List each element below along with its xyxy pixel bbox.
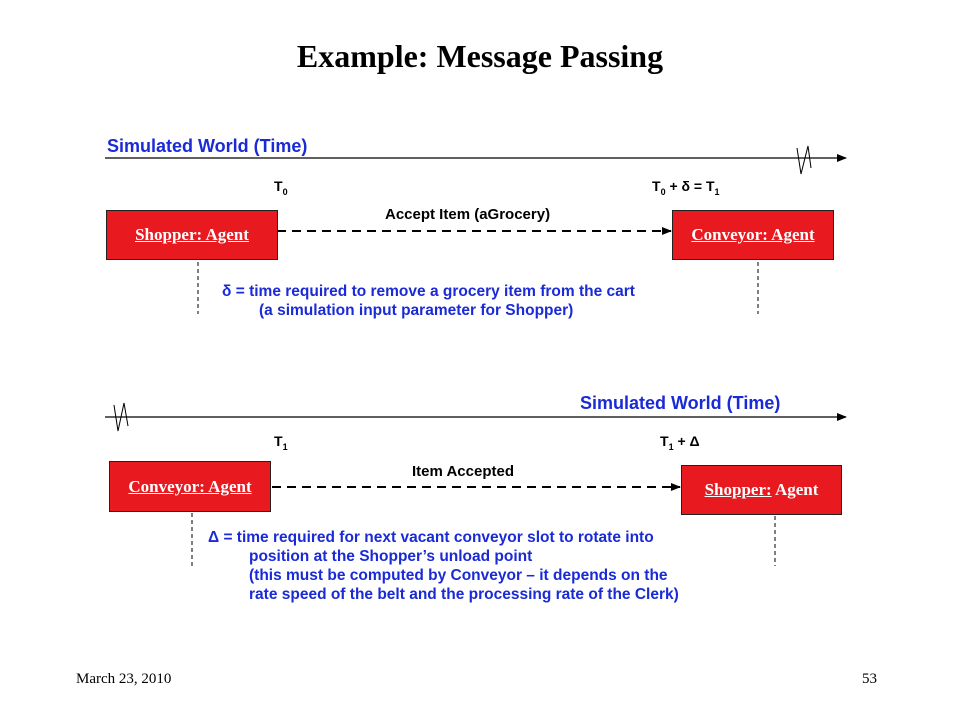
bottom-time-start: T1 xyxy=(274,433,288,452)
bottom-timeline-label: Simulated World (Time) xyxy=(580,393,781,413)
bottom-timeline-break xyxy=(113,402,129,432)
bottom-note-line-3: (this must be computed by Conveyor – it … xyxy=(249,567,668,584)
slide-date: March 23, 2010 xyxy=(76,671,172,687)
top-message-label: Accept Item (aGrocery) xyxy=(385,206,551,223)
bottom-sender-agent-box: Conveyor: Agent xyxy=(109,461,271,512)
top-time-end: T0 + δ = T1 xyxy=(652,178,720,197)
top-sender-agent-box: Shopper: Agent xyxy=(106,210,278,260)
bottom-delta-note: Δ = time required for next vacant convey… xyxy=(208,528,679,604)
bottom-note-line-2: position at the Shopper’s unload point xyxy=(249,548,533,565)
bottom-sender-agent-label: Conveyor: Agent xyxy=(128,476,252,496)
bottom-receiver-agent-label: Shopper: Agent xyxy=(704,480,819,499)
bottom-time-end: T1 + Δ xyxy=(660,433,700,452)
slide-page-number: 53 xyxy=(862,671,877,687)
bottom-note-line-1: Δ = time required for next vacant convey… xyxy=(208,529,654,546)
slide-title: Example: Message Passing xyxy=(296,38,664,74)
top-time-start: T0 xyxy=(274,178,288,197)
top-receiver-agent-box: Conveyor: Agent xyxy=(672,210,834,260)
bottom-receiver-agent-box: Shopper: Agent xyxy=(681,465,842,515)
top-delta-note: δ = time required to remove a grocery it… xyxy=(222,282,635,320)
top-note-line-1: δ = time required to remove a grocery it… xyxy=(222,283,635,300)
top-note-line-2: (a simulation input parameter for Shoppe… xyxy=(259,302,574,319)
top-timeline-label: Simulated World (Time) xyxy=(107,136,308,156)
top-sender-agent-label: Shopper: Agent xyxy=(135,225,249,244)
top-receiver-agent-label: Conveyor: Agent xyxy=(691,225,815,244)
bottom-message-label: Item Accepted xyxy=(412,463,514,480)
top-timeline-break xyxy=(796,145,812,175)
bottom-note-line-4: rate speed of the belt and the processin… xyxy=(249,586,679,603)
